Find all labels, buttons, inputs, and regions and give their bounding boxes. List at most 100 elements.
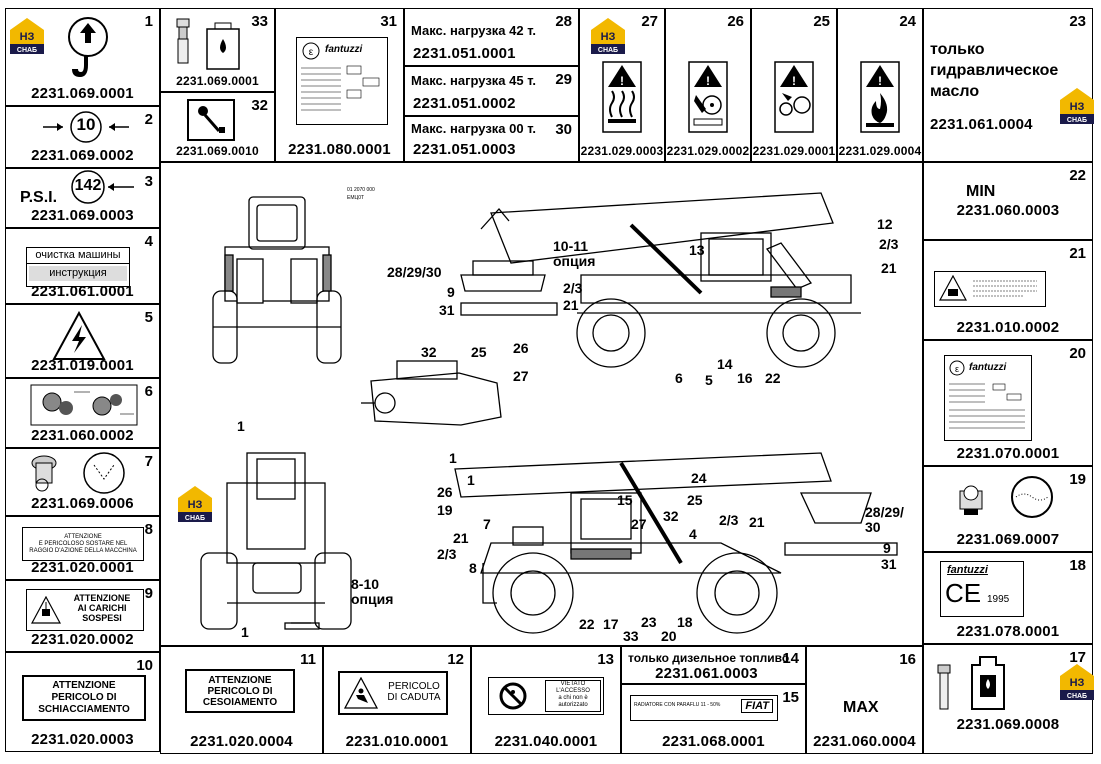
part-number: 2231.051.0001 [413, 45, 516, 62]
item-number: 30 [555, 121, 572, 138]
callout-1: 1 [449, 450, 457, 466]
warning-plate-text: ATTENZIONE AI CARICHI SOSPESI [73, 593, 131, 623]
warning-plate [934, 271, 1046, 307]
callout-13: 13 [689, 242, 705, 258]
filler-cap-icon [31, 452, 125, 494]
item-number: 14 [782, 650, 799, 667]
item-number: 24 [899, 13, 916, 30]
callout-23: 23 [641, 614, 657, 630]
decal-cell-5: 5 2231.019.0001 [5, 304, 160, 378]
part-number: 2231.061.0003 [655, 665, 758, 682]
decal-cell-7: 7 2231.069.0006 [5, 448, 160, 516]
item-number: 9 [144, 585, 153, 602]
logo-icon: НЗ СНАБ [591, 18, 625, 54]
item-number: 22 [1069, 167, 1086, 184]
svg-text:ε: ε [955, 364, 959, 374]
callout-1: 1 [467, 472, 475, 488]
callout-4: 4 [689, 526, 697, 542]
decal-cell-28: 28 Макс. нагрузка 42 т. 2231.051.0001 [404, 8, 579, 66]
part-number: 2231.061.0004 [930, 116, 1033, 133]
part-number: 2231.040.0001 [494, 733, 598, 750]
plate-lines-icon [949, 383, 1025, 429]
item-number: 31 [380, 13, 397, 30]
callout-32: 32 [421, 344, 437, 360]
decal-cell-12: 12 PERICOLO DI CADUTA 2231.010.0001 [323, 646, 471, 754]
decal-cell-33: 33 2231.069.0001 [160, 8, 275, 92]
svg-text:ε: ε [309, 47, 314, 58]
item-number: 2 [144, 111, 153, 128]
callout-26: 26 [437, 484, 453, 500]
key-symbol-icon [187, 99, 235, 141]
svg-text:!: ! [620, 74, 624, 88]
pressure-indicator-icon [71, 170, 134, 204]
item-number: 18 [1069, 557, 1086, 574]
callout-28-29-30: 28/29/30 [865, 504, 904, 535]
fuel-filter-icon [937, 656, 1005, 710]
brand-name: fantuzzi [947, 564, 988, 576]
decal-cell-6: 6 2231.060.0002 [5, 378, 160, 448]
decal-cell-15: 15 RADIATORE CON PARAFLU 11 - 50% FIAT 2… [621, 684, 806, 754]
callout-26: 26 [513, 340, 529, 356]
decal-cell-4: 4 очистка машины инструкция 2231.061.000… [5, 228, 160, 304]
callout-5: 5 [705, 372, 713, 388]
item-number: 25 [813, 13, 830, 30]
callout-27: 27 [513, 368, 529, 384]
psi-label: P.S.I. [20, 189, 58, 206]
item-number: 5 [144, 309, 153, 326]
callout-1: 1 [241, 624, 249, 640]
callout-21: 21 [453, 530, 469, 546]
decal-cell-16: 16 MAX 2231.060.0004 [806, 646, 923, 754]
callout-22: 22 [765, 370, 781, 386]
callout-24: 24 [691, 470, 707, 486]
decal-cell-30: 30 Макс. нагрузка 00 т. 2231.051.0003 [404, 116, 579, 162]
callout-12: 12 [877, 216, 893, 232]
decal-line-1: очистка машины [27, 248, 129, 264]
warning-plate-text: ATTENZIONE PERICOLO DI SCHIACCIAMENTO [22, 675, 146, 721]
callout-9: 9 [883, 540, 891, 556]
part-number: 2231.061.0001 [31, 283, 134, 300]
brand-logo: НЗ СНАБ [1058, 662, 1096, 702]
logo-icon: НЗ СНАБ [10, 18, 44, 54]
identification-plate: ε fantuzzi [296, 37, 388, 125]
decal-cell-9: 9 ATTENZIONE AI CARICHI SOSPESI 2231.020… [5, 580, 160, 652]
item-number: 29 [555, 71, 572, 88]
decal-cell-23: 23 только гидравлическое масло 2231.061.… [923, 8, 1093, 162]
item-number: 1 [144, 13, 153, 30]
part-number: 2231.029.0002 [666, 144, 750, 158]
callout-18: 18 [677, 614, 693, 630]
warning-plate-text: VIETATO L'ACCESSO a chi non è autorizzat… [545, 680, 601, 712]
year-label: 1995 [987, 594, 1010, 605]
decal-cell-14: 14 только дизельное топливо 2231.061.000… [621, 646, 806, 684]
decal-cell-20: 20 ε fantuzzi 2231.070.0001 [923, 340, 1093, 466]
part-number: 2231.080.0001 [288, 141, 391, 158]
callout-31: 31 [439, 302, 455, 318]
decal-cell-19: 19 2231.069.0007 [923, 466, 1093, 552]
decal-cell-2: 2 10 2231.069.0002 [5, 106, 160, 168]
part-number: 2231.069.0007 [956, 531, 1060, 548]
part-number: 2231.069.0001 [176, 74, 259, 88]
decal-cell-24: 24 ! 2231.029.0004 [837, 8, 923, 162]
pressure-value: 10 [76, 115, 96, 134]
item-number: 28 [555, 13, 572, 30]
callout-22: 22 [579, 616, 595, 632]
level-label: MIN [966, 183, 996, 200]
callout-17: 17 [603, 616, 619, 632]
part-number: 2231.070.0001 [956, 445, 1060, 462]
callout-32: 32 [663, 508, 679, 524]
item-number: 23 [1069, 13, 1086, 30]
part-number: 2231.010.0002 [956, 319, 1060, 336]
decal-cell-29: 29 Макс. нагрузка 45 т. 2231.051.0002 [404, 66, 579, 116]
grease-nipple-icon [176, 18, 240, 70]
decal-cell-32: 32 2231.069.0010 [160, 92, 275, 162]
belt-entanglement-icon: ! [774, 61, 814, 133]
item-number: 7 [144, 453, 153, 470]
decal-cell-18: 18 fantuzzi CE 1995 2231.078.0001 [923, 552, 1093, 644]
part-number: 2231.010.0001 [345, 733, 449, 750]
logo-mark: НЗ [1070, 677, 1085, 689]
part-number: 2231.051.0002 [413, 95, 516, 112]
load-label: Макс. нагрузка 00 т. [411, 121, 537, 136]
part-number: 2231.019.0001 [31, 357, 134, 374]
item-number: 32 [251, 97, 268, 114]
callout-21: 21 [881, 260, 897, 276]
